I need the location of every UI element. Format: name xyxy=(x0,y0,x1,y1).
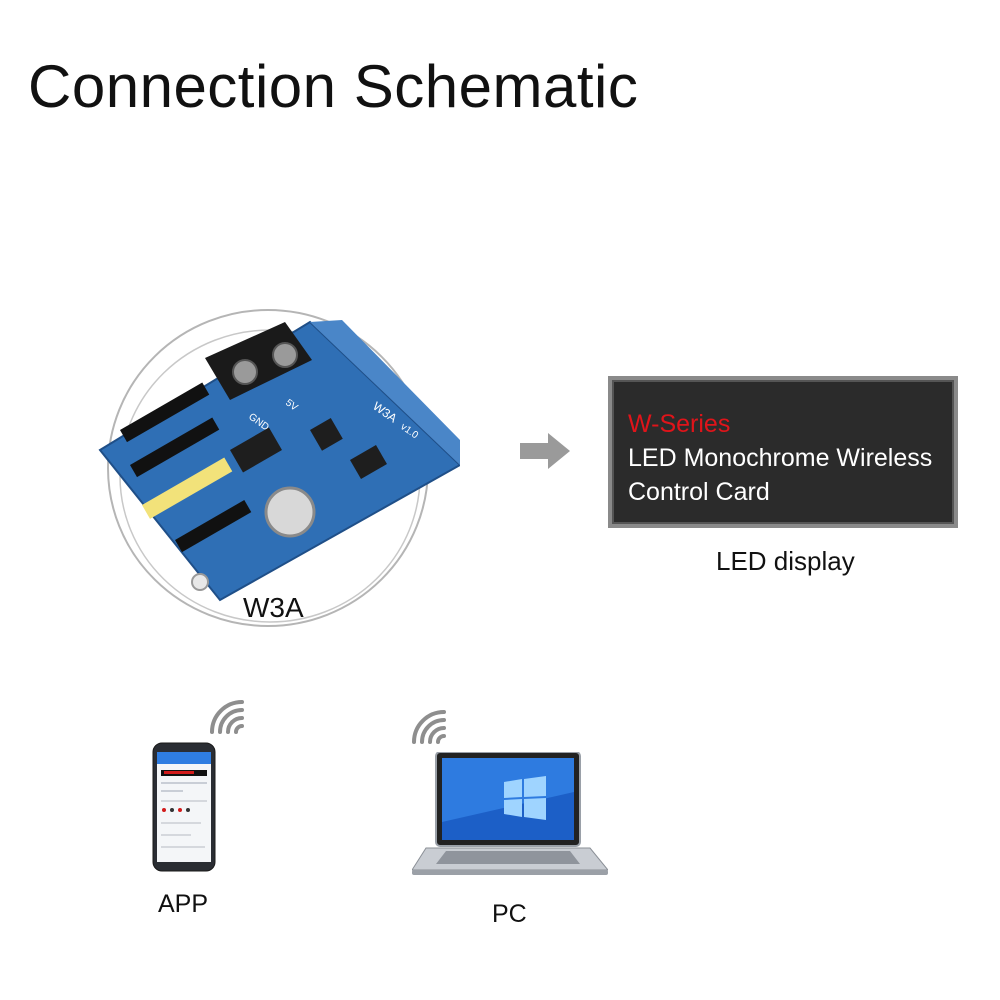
terminal-screw-right xyxy=(272,342,298,368)
led-line-series: W-Series xyxy=(628,410,731,438)
controller-label: W3A xyxy=(243,592,304,623)
mounting-hole xyxy=(191,573,209,591)
wifi-icon xyxy=(206,696,254,743)
led-display-panel: W-Series LED Monochrome Wireless Control… xyxy=(608,376,958,528)
arrow-right-icon xyxy=(520,433,572,474)
pin-header-yellow xyxy=(141,457,233,519)
chip-third xyxy=(350,445,387,480)
app-label: APP xyxy=(158,890,209,918)
controller-board-illustration: W3A v1.0 GND 5V xyxy=(98,309,462,627)
page-title: Connection Schematic xyxy=(28,53,639,120)
terminal-block xyxy=(205,322,312,400)
controller-board: W3A v1.0 GND 5V xyxy=(80,300,462,640)
chip-secondary xyxy=(310,418,343,451)
led-line-control: Control Card xyxy=(628,478,770,506)
pc-label: PC xyxy=(492,900,527,928)
wifi-icon xyxy=(408,706,456,753)
laptop-icon xyxy=(411,751,610,881)
terminal-screw-left xyxy=(232,359,258,385)
smartphone-icon xyxy=(152,742,216,877)
led-line-product: LED Monochrome Wireless xyxy=(628,444,933,472)
pin-headers-black xyxy=(120,382,252,553)
chip-main xyxy=(229,427,282,473)
pcb-antenna-area xyxy=(310,320,460,465)
led-display-caption: LED display xyxy=(716,546,855,576)
coin-battery xyxy=(264,486,316,538)
